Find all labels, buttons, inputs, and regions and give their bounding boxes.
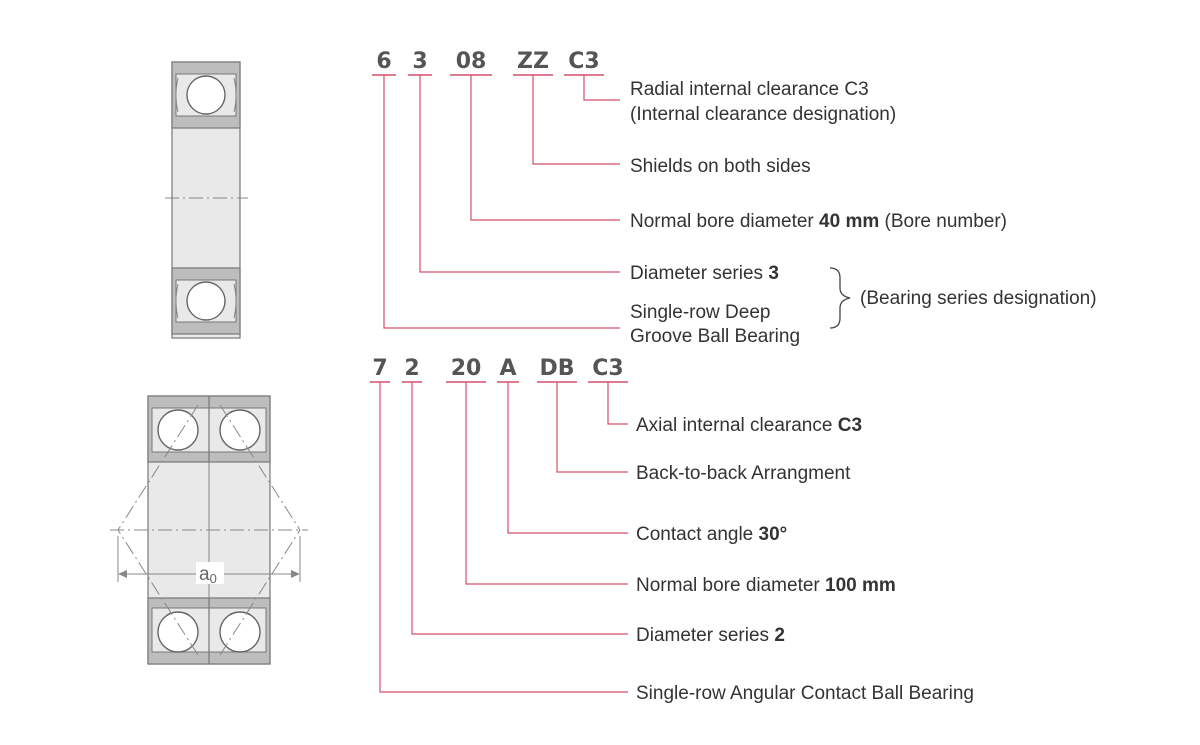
lower-left-ball — [157, 611, 199, 653]
lower-ball — [186, 281, 226, 321]
contact-line-lower-left — [117, 529, 199, 656]
upper-shields — [175, 77, 237, 113]
upper-ball — [186, 75, 226, 115]
leader-bore — [470, 75, 620, 221]
code-bore-number: 08 — [456, 49, 487, 74]
leader-diameter-series — [411, 382, 628, 635]
leader-contact-angle — [507, 382, 628, 534]
leader-diameter-series — [419, 75, 620, 273]
desc-bore: Normal bore diameter 100 mm — [636, 575, 896, 596]
angular-contact-designation: 7 2 20 A DB C3 Axial internal clearance … — [370, 356, 974, 704]
dimension-label-bg — [196, 562, 224, 584]
angular-contact-bearing-drawing: a0 — [110, 395, 308, 665]
desc-type-line2: Groove Ball Bearing — [630, 326, 800, 347]
leader-clearance — [607, 382, 628, 425]
code-clearance: C3 — [568, 49, 599, 74]
desc-type: Single-row Angular Contact Ball Bearing — [636, 683, 974, 704]
desc-contact-angle: Contact angle 30° — [636, 524, 787, 545]
code-bore-number: 20 — [451, 356, 482, 381]
desc-clearance-line2: (Internal clearance designation) — [630, 104, 896, 125]
contact-line-lower-right — [219, 529, 301, 656]
code-clearance: C3 — [592, 356, 623, 381]
desc-arrangement: Back-to-back Arrangment — [636, 463, 851, 484]
desc-clearance-line1: Radial internal clearance C3 — [630, 79, 869, 100]
leader-arrangement — [556, 382, 628, 473]
code-type: 6 — [376, 49, 391, 74]
upper-left-ball — [157, 409, 199, 451]
bracket-label: (Bearing series designation) — [860, 288, 1097, 309]
dimension-label: a0 — [199, 564, 217, 586]
desc-shield: Shields on both sides — [630, 156, 811, 177]
desc-type-line1: Single-row Deep — [630, 302, 770, 323]
code-contact-angle: A — [499, 356, 516, 381]
desc-bore: Normal bore diameter 40 mm (Bore number) — [630, 211, 1007, 232]
deep-groove-bearing-drawing — [165, 61, 248, 339]
desc-diameter-series: Diameter series 2 — [636, 625, 785, 646]
leader-type — [383, 75, 620, 329]
lower-shields — [175, 283, 237, 319]
code-shield: ZZ — [517, 49, 549, 74]
code-diameter-series: 3 — [412, 49, 427, 74]
leader-shield — [532, 75, 620, 165]
desc-clearance: Axial internal clearance C3 — [636, 415, 862, 436]
lower-right-ball — [219, 611, 261, 653]
code-diameter-series: 2 — [404, 356, 419, 381]
leader-clearance — [583, 75, 620, 101]
leader-bore — [465, 382, 628, 585]
contact-line-upper-left — [117, 404, 199, 531]
desc-diameter-series: Diameter series 3 — [630, 263, 779, 284]
brace — [829, 267, 851, 329]
deep-groove-designation: 6 3 08 ZZ C3 Radial internal clearance C… — [372, 49, 1097, 347]
leader-type — [379, 382, 628, 693]
upper-right-ball — [219, 409, 261, 451]
code-arrangement: DB — [539, 356, 574, 381]
contact-line-upper-right — [219, 404, 301, 531]
code-type: 7 — [372, 356, 387, 381]
